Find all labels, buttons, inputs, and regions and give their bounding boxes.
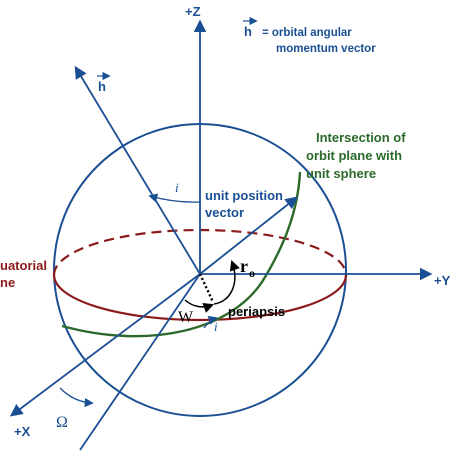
- periapsis-label: periapsis: [228, 304, 285, 319]
- equatorial-label-line1: uatorial: [0, 258, 47, 273]
- r0-subscript: o: [249, 266, 255, 280]
- unit-position-label-line2: vector: [205, 205, 244, 220]
- equatorial-label-line2: ne: [0, 275, 15, 290]
- h-legend-line1: = orbital angular: [262, 27, 352, 39]
- inclination-arc-lower: [203, 315, 218, 329]
- inclination-arc-upper: [148, 193, 201, 203]
- unit-position-vector: [199, 196, 298, 275]
- orbit-intersection-curve: [61, 171, 302, 338]
- h-vector-label: h: [98, 79, 106, 94]
- node-arc: [184, 299, 214, 313]
- z-axis-label: +Z: [185, 4, 201, 19]
- inclination-label-upper: i: [175, 180, 179, 195]
- h-vector: [74, 65, 201, 275]
- h-legend-symbol: h: [244, 24, 252, 39]
- intersection-label-line2: orbit plane with: [306, 148, 402, 163]
- w-symbol: W: [178, 309, 194, 326]
- x-axis-label: +X: [14, 424, 31, 439]
- inclination-label-lower: i: [214, 319, 218, 334]
- omega-arc: [59, 387, 94, 408]
- h-legend-line2: momentum vector: [276, 43, 376, 55]
- equatorial-plane-front: [52, 274, 348, 322]
- omega-label: Ω: [56, 414, 68, 431]
- line-of-nodes: [79, 273, 201, 451]
- intersection-label-line1: Intersection of: [316, 130, 406, 145]
- argument-arc: [213, 260, 240, 305]
- periapsis-line: [198, 273, 215, 303]
- r0-symbol: r: [240, 256, 248, 276]
- x-axis: [9, 273, 201, 417]
- unit-position-label-line1: unit position: [205, 188, 283, 203]
- y-axis-label: +Y: [434, 273, 451, 288]
- intersection-label-line3: unit sphere: [306, 166, 376, 181]
